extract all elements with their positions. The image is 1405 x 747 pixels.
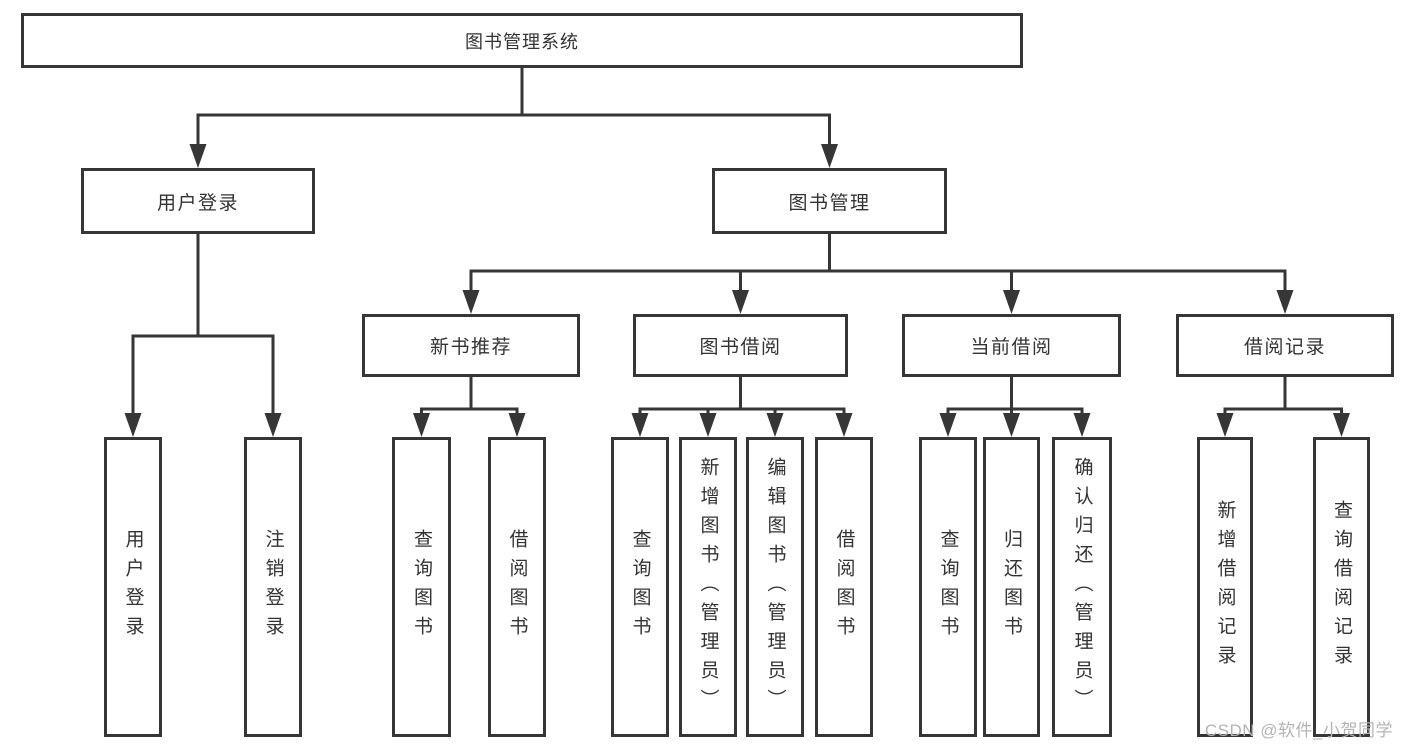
edges-current-borrowing: [939, 377, 1091, 437]
watermark: CSDN @软件_小贺同学: [1204, 721, 1393, 740]
node-leaf-borrowing-edit-books: 编辑图书（管理员）: [746, 437, 804, 737]
node-leaf-current-confirm-return: 确认归还（管理员）: [1052, 437, 1112, 737]
node-leaf-recommend-query-books: 查询图书: [392, 437, 451, 737]
node-leaf-borrowing-query-books: 查询图书: [611, 437, 669, 737]
edges-user-login: [124, 233, 282, 437]
node-leaf-user-login: 用户登录: [104, 437, 162, 737]
node-book-management: 图书管理: [712, 168, 947, 234]
node-book-borrowing: 图书借阅: [633, 314, 848, 377]
node-leaf-current-return-books: 归还图书: [983, 437, 1040, 737]
node-new-book-recommend: 新书推荐: [362, 314, 580, 377]
node-current-borrowing: 当前借阅: [902, 314, 1121, 377]
node-leaf-current-query-books: 查询图书: [919, 437, 977, 737]
node-leaf-recommend-borrow-books: 借阅图书: [488, 437, 546, 737]
node-leaf-borrowing-borrow-books: 借阅图书: [815, 437, 873, 737]
node-leaf-records-add-record: 新增借阅记录: [1197, 437, 1253, 737]
edges-new-book-recommend: [413, 377, 526, 437]
edges-root: [189, 68, 838, 168]
edges-borrowing-records: [1216, 377, 1350, 437]
node-leaf-borrowing-add-books: 新增图书（管理员）: [679, 437, 737, 737]
node-user-login: 用户登录: [81, 168, 315, 234]
node-root: 图书管理系统: [21, 13, 1023, 68]
edges-book-management: [462, 234, 1294, 314]
node-leaf-records-query-record: 查询借阅记录: [1313, 437, 1370, 737]
node-leaf-logout: 注销登录: [244, 437, 302, 737]
node-borrowing-records: 借阅记录: [1176, 314, 1394, 377]
edges-book-borrowing: [631, 377, 853, 437]
